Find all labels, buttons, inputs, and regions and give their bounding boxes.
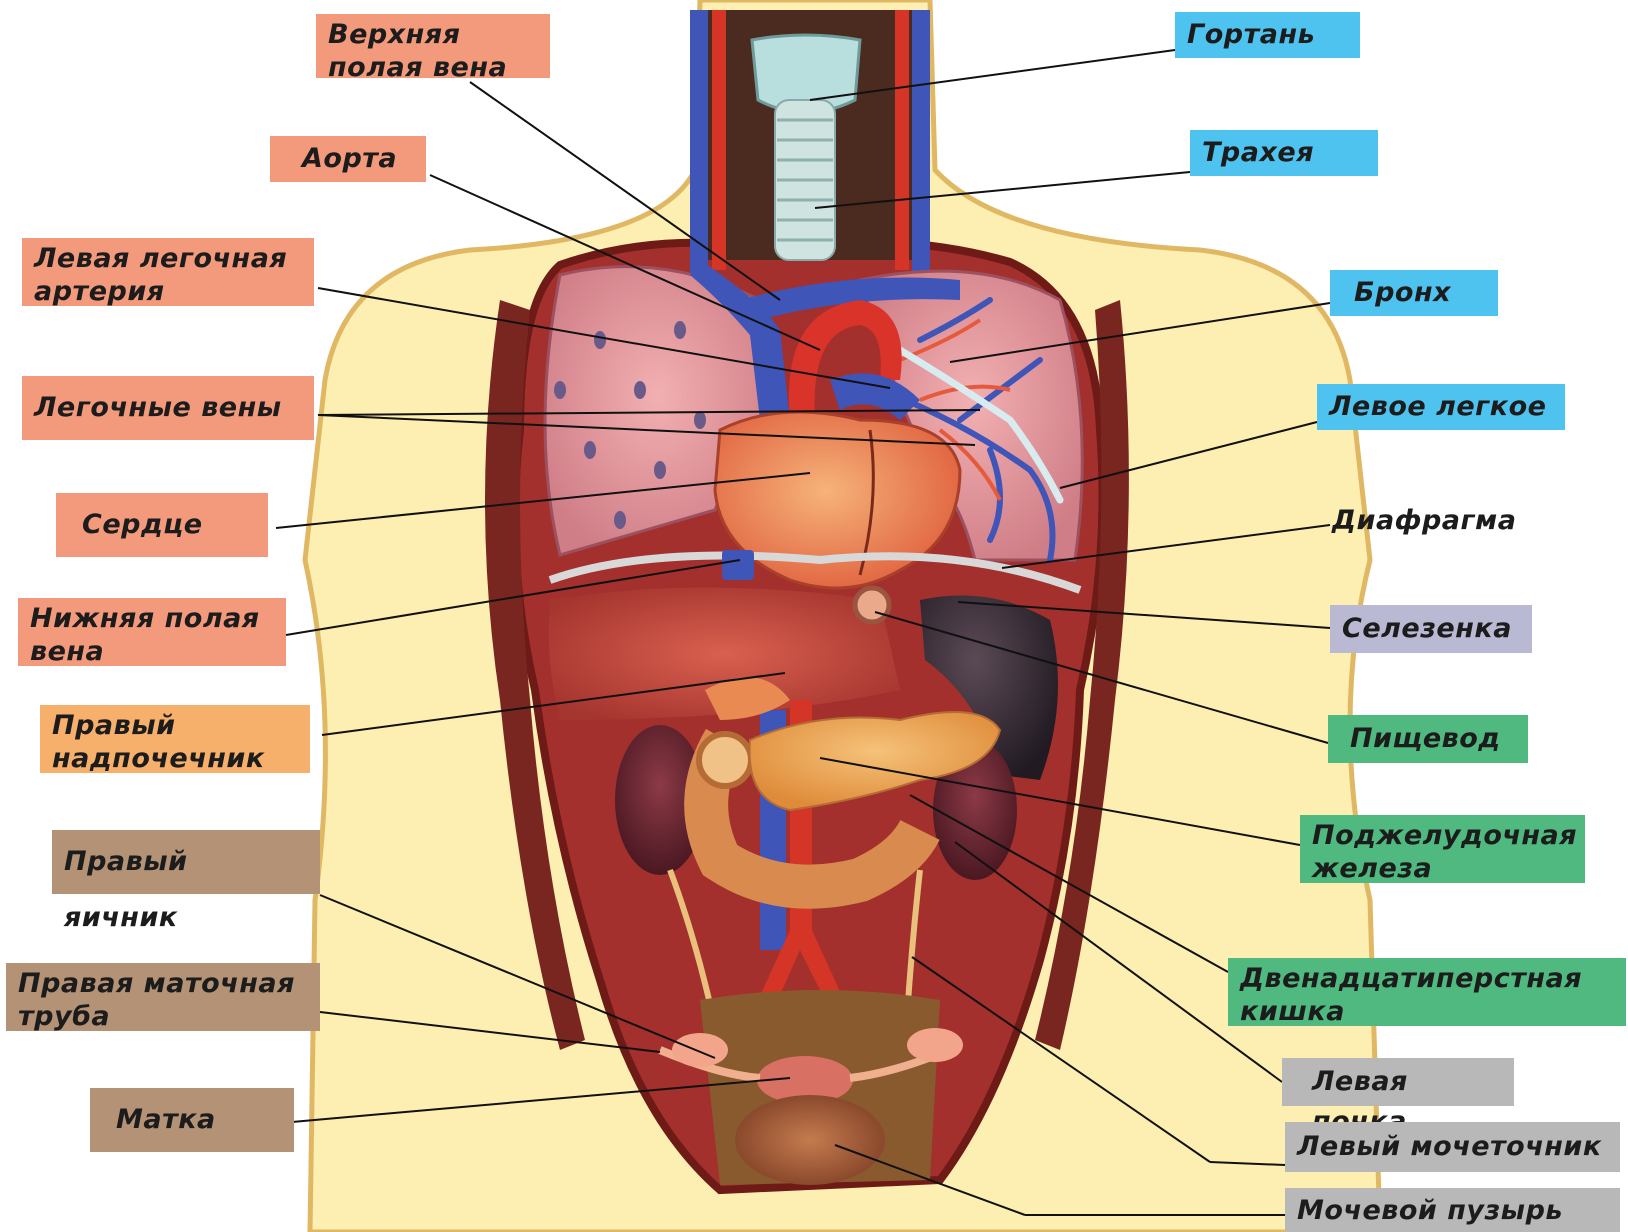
label-left-ureter: Левый мочеточник bbox=[1285, 1122, 1620, 1172]
jugular-vein-left bbox=[912, 10, 930, 280]
left-ovary bbox=[907, 1028, 963, 1062]
label-duodenum: Двенадцатиперстная кишка bbox=[1228, 958, 1626, 1026]
label-esophagus: Пищевод bbox=[1328, 715, 1528, 763]
label-right-ovary: Правый яичник bbox=[52, 830, 320, 894]
label-heart: Сердце bbox=[56, 493, 268, 557]
label-pancreas: Поджелудочная железа bbox=[1300, 815, 1585, 883]
label-aorta: Аорта bbox=[270, 136, 426, 182]
label-trachea: Трахея bbox=[1190, 130, 1378, 176]
label-uterus: Матка bbox=[90, 1088, 294, 1152]
esophagus-ring bbox=[855, 588, 889, 622]
label-spleen: Селезенка bbox=[1330, 605, 1532, 653]
carotid-artery-right bbox=[712, 10, 726, 270]
duodenum-cross-section bbox=[699, 734, 751, 786]
label-inferior-vena-cava: Нижняя полая вена bbox=[18, 598, 286, 666]
label-right-adrenal: Правый надпочечник bbox=[40, 705, 310, 773]
label-left-pulmonary-artery: Левая легочная артерия bbox=[22, 238, 314, 306]
label-bladder: Мочевой пузырь bbox=[1285, 1188, 1620, 1232]
label-larynx: Гортань bbox=[1175, 12, 1360, 58]
label-right-fallopian-tube: Правая маточная труба bbox=[6, 963, 320, 1031]
label-left-lung: Левое легкое bbox=[1317, 384, 1565, 430]
label-superior-vena-cava: Верхняя полая вена bbox=[316, 14, 550, 78]
label-bronchus: Бронх bbox=[1330, 270, 1498, 316]
label-pulmonary-veins: Легочные вены bbox=[22, 376, 314, 440]
carotid-artery-left bbox=[895, 10, 909, 270]
bladder-organ bbox=[735, 1095, 885, 1185]
label-diaphragm: Диафрагма bbox=[1320, 498, 1550, 544]
ivc-stub bbox=[722, 550, 754, 580]
right-ovary bbox=[672, 1033, 728, 1067]
label-left-kidney: Левая почка bbox=[1282, 1058, 1514, 1106]
